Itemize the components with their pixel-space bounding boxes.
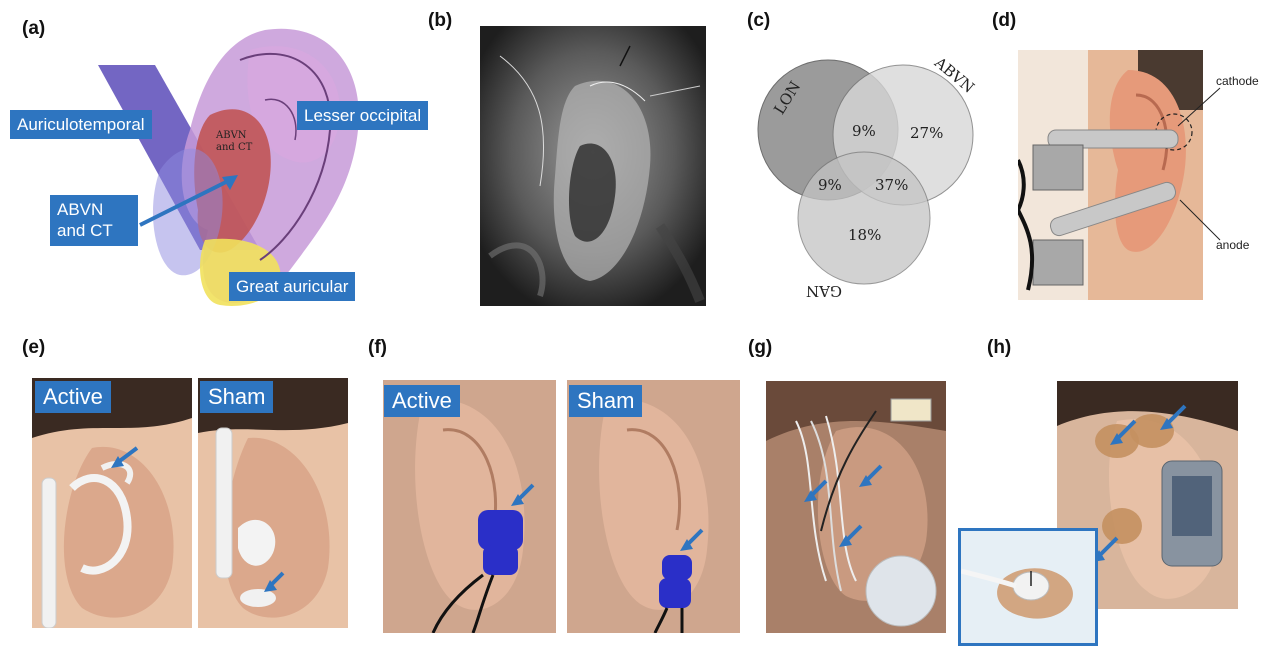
venn-value-gan-only: 18%	[848, 226, 881, 244]
venn-value-lon-abvn: 9%	[852, 122, 876, 140]
abvn-ct-label: ABVN and CT	[50, 195, 138, 246]
lower-clip-electrode	[1032, 181, 1177, 286]
ear-text-ct: and CT	[216, 142, 253, 153]
ear-text-abvn: ABVN	[215, 130, 247, 141]
panel-label-f: (f)	[368, 337, 387, 358]
cathode-pointer	[1177, 87, 1221, 127]
venn-value-abvn-gan: 37%	[875, 176, 908, 194]
panel-label-e: (e)	[22, 337, 46, 358]
venn-value-abvn-only: 27%	[910, 124, 943, 142]
venn-circle-gan	[797, 151, 931, 285]
panel-label-g: (g)	[748, 337, 773, 358]
venn-value-lon-gan: 9%	[818, 176, 842, 194]
abvn-ct-label-line2: and CT	[57, 221, 113, 241]
blue-electrode-active	[478, 510, 523, 575]
abvn-ct-label-line1: ABVN	[57, 200, 104, 219]
panel-label-d: (d)	[992, 10, 1017, 31]
anode-pointer	[1179, 199, 1221, 241]
upper-clip-electrode	[1032, 129, 1179, 191]
anode-label: anode	[1216, 238, 1250, 252]
blue-electrode-sham	[659, 555, 692, 608]
panel-label-c: (c)	[747, 10, 771, 31]
sham-tag-f: Sham	[569, 385, 643, 417]
panel-label-h: (h)	[987, 337, 1012, 358]
blue-electrode-sham-photo	[567, 380, 740, 633]
panel-label-a: (a)	[22, 18, 46, 39]
clip-electrode-photo	[1018, 50, 1203, 300]
cadaver-ear-photo	[480, 26, 706, 306]
active-tag-e: Active	[35, 381, 111, 413]
wire-electrode-photo	[766, 381, 946, 633]
earbud-active-photo	[32, 378, 192, 628]
venn-diagram: LON ABVN GAN 9% 27% 9% 37% 18%	[740, 40, 980, 310]
sham-tag-e: Sham	[200, 381, 274, 413]
adhesive-electrode-photo	[1057, 381, 1238, 609]
blue-electrode-active-photo	[383, 380, 556, 633]
great-auricular-label: Great auricular	[229, 272, 356, 302]
venn-label-gan: GAN	[806, 282, 842, 300]
auriculotemporal-label: Auriculotemporal	[10, 110, 152, 140]
panel-label-b: (b)	[428, 10, 453, 31]
cathode-label: cathode	[1216, 74, 1259, 88]
earbud-sham-photo	[198, 378, 348, 628]
lesser-occipital-label: Lesser occipital	[297, 101, 429, 131]
active-tag-f: Active	[384, 385, 460, 417]
adhesive-electrode-inset	[958, 528, 1098, 646]
ear-diagram: ABVN and CT	[90, 20, 410, 320]
